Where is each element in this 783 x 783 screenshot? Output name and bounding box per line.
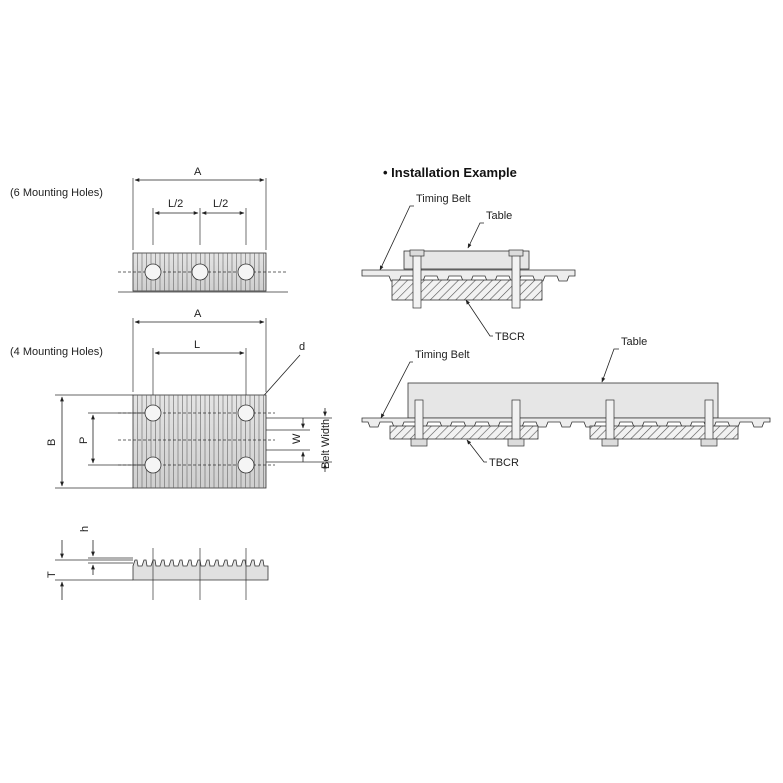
dim-l2-left: L/2: [168, 198, 183, 210]
table-1: [403, 250, 530, 270]
six-holes-label: (6 Mounting Holes): [10, 187, 103, 199]
four-holes-label: (4 Mounting Holes): [10, 346, 103, 358]
installation-example: • Installation Example Timing Belt Table…: [361, 165, 771, 469]
tbcr-label-2: TBCR: [489, 457, 519, 469]
table-2: [407, 382, 719, 419]
side-view: h T: [46, 526, 269, 600]
dim-d-label: d: [299, 341, 305, 353]
timing-belt-1: [361, 269, 576, 282]
mounting-hole: [237, 456, 255, 474]
dim-a-label-bottom: A: [194, 308, 202, 320]
tbcr-label-1: TBCR: [495, 331, 525, 343]
dim-t-label: T: [46, 571, 58, 578]
bolts-2: [410, 399, 718, 447]
belt-width-label: Belt Width: [320, 419, 332, 469]
mounting-hole: [144, 404, 162, 422]
dim-h-label: h: [79, 526, 91, 532]
dim-l2-right: L/2: [213, 198, 228, 210]
bolt: [412, 252, 422, 309]
mounting-hole: [144, 456, 162, 474]
table-label-1: Table: [486, 210, 512, 222]
dim-w-label: W: [291, 433, 303, 444]
timing-belt-label-2: Timing Belt: [415, 349, 470, 361]
timing-belt-label-1: Timing Belt: [416, 193, 471, 205]
dim-b-label: B: [46, 439, 58, 446]
bolt: [511, 252, 521, 309]
install-heading: • Installation Example: [383, 165, 517, 180]
dim-a-label-top: A: [194, 166, 202, 178]
tbcr-clamp-2a: [389, 425, 539, 440]
four-hole-view: (4 Mounting Holes) A L d B P: [10, 308, 332, 489]
bolt-head: [508, 249, 524, 257]
dim-l-label: L: [194, 339, 200, 351]
tbcr-clamp-2b: [589, 425, 739, 440]
mounting-hole: [237, 404, 255, 422]
mounting-hole: [237, 263, 255, 281]
mounting-hole: [144, 263, 162, 281]
side-profile: [132, 559, 269, 581]
bolt-head: [409, 249, 425, 257]
mounting-hole: [191, 263, 209, 281]
six-hole-view: (6 Mounting Holes) A L/2 L/2: [10, 166, 288, 293]
dim-p-label: P: [78, 437, 90, 444]
table-label-2: Table: [621, 336, 647, 348]
